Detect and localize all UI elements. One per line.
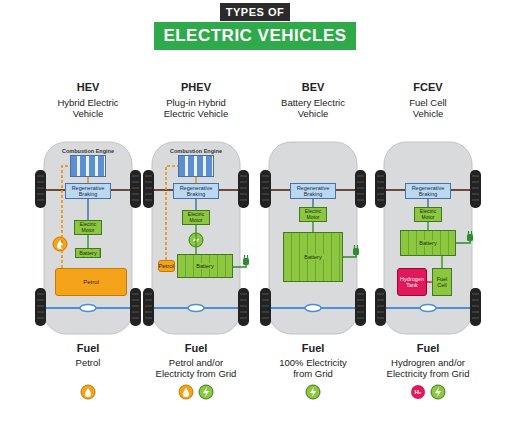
node-text: Electric Motor bbox=[416, 209, 440, 220]
power-link bbox=[62, 166, 70, 268]
fuel-text: Hydrogren and/or Electricity from Grid bbox=[376, 357, 480, 379]
node-text: ELECTRIC VEHICLES bbox=[163, 26, 346, 46]
node-text: Battery bbox=[417, 240, 438, 246]
hydrogen-tank: Hydrogen Tank bbox=[397, 268, 427, 296]
node-text: Fuel Cell bbox=[433, 276, 451, 288]
power-link bbox=[166, 166, 178, 260]
node-text: Regenerative Braking bbox=[293, 185, 333, 197]
regen-box: Regenerative Braking bbox=[65, 183, 111, 199]
node-text: Battery bbox=[77, 250, 98, 256]
node-text: Electric Motor bbox=[184, 212, 208, 223]
regen-box: Regenerative Braking bbox=[290, 183, 336, 199]
type-name: Battery Electric Vehicle bbox=[271, 97, 355, 119]
node-text: Regenerative Braking bbox=[68, 185, 108, 197]
hydrogen-icon: H₂ bbox=[411, 385, 425, 399]
fuel-heading: Fuel bbox=[268, 342, 358, 354]
node-text: Battery bbox=[194, 263, 215, 269]
motor-box: Electric Motor bbox=[299, 207, 327, 222]
node-text: Electric Motor bbox=[301, 209, 325, 220]
fuel-cell: Fuel Cell bbox=[432, 268, 452, 296]
motor-box: Electric Motor bbox=[414, 207, 442, 222]
fuel-text: 100% Electricity from Grid bbox=[272, 357, 354, 379]
power-link bbox=[312, 199, 314, 207]
type-name: Fuel Cell Vehicle bbox=[398, 97, 458, 119]
power-link bbox=[441, 256, 443, 268]
node-text: Combustion Engine bbox=[170, 148, 222, 154]
engine-box: Combustion Engine bbox=[70, 155, 106, 177]
engine-box: Combustion Engine bbox=[178, 155, 214, 177]
node-text: TYPES OF bbox=[226, 6, 284, 18]
fuel-heading: Fuel bbox=[151, 342, 241, 354]
fuel-heading: Fuel bbox=[43, 342, 133, 354]
node-text: Petrol bbox=[158, 263, 174, 269]
node-text: Regenerative Braking bbox=[176, 185, 216, 197]
fuel-text: Petrol and/or Electricty from Grid bbox=[151, 357, 241, 379]
power-link bbox=[195, 225, 197, 254]
type-abbr: BEV bbox=[268, 81, 358, 93]
regen-box: Regenerative Braking bbox=[405, 183, 451, 199]
motor-box: Electric Motor bbox=[74, 220, 102, 235]
power-link bbox=[195, 199, 197, 210]
node-text: Petrol bbox=[83, 279, 99, 285]
petrol-tank: Petrol bbox=[158, 260, 175, 272]
type-name: Hybrid Electric Vehicle bbox=[46, 97, 130, 119]
fuel-heading: Fuel bbox=[376, 342, 480, 354]
regen-box: Regenerative Braking bbox=[173, 183, 219, 199]
type-abbr: FCEV bbox=[383, 81, 473, 93]
battery-box: Battery bbox=[283, 232, 343, 282]
power-link bbox=[312, 222, 314, 232]
power-link bbox=[427, 222, 429, 230]
node-text: H₂ bbox=[415, 389, 422, 395]
type-abbr: HEV bbox=[43, 81, 133, 93]
battery-box: Battery bbox=[177, 254, 233, 278]
node-text: Hydrogen Tank bbox=[398, 276, 426, 288]
node-text: Battery bbox=[302, 254, 323, 260]
battery-box: Battery bbox=[75, 248, 101, 258]
power-link bbox=[427, 199, 429, 207]
node-text: Electric Motor bbox=[76, 222, 100, 233]
title-box: ELECTRIC VEHICLES bbox=[154, 22, 355, 50]
power-link bbox=[87, 199, 89, 220]
node-text: Regenerative Braking bbox=[408, 185, 448, 197]
title-box: TYPES OF bbox=[220, 3, 290, 21]
node-text: Combustion Engine bbox=[62, 148, 114, 154]
motor-box: Electric Motor bbox=[182, 210, 210, 225]
battery-box: Battery bbox=[400, 230, 456, 256]
fuel-text: Petrol bbox=[43, 357, 133, 368]
type-name: Plug-in Hybrid Electric Vehicle bbox=[154, 97, 238, 119]
power-link bbox=[87, 235, 89, 248]
type-abbr: PHEV bbox=[151, 81, 241, 93]
petrol-tank: Petrol bbox=[55, 268, 127, 296]
